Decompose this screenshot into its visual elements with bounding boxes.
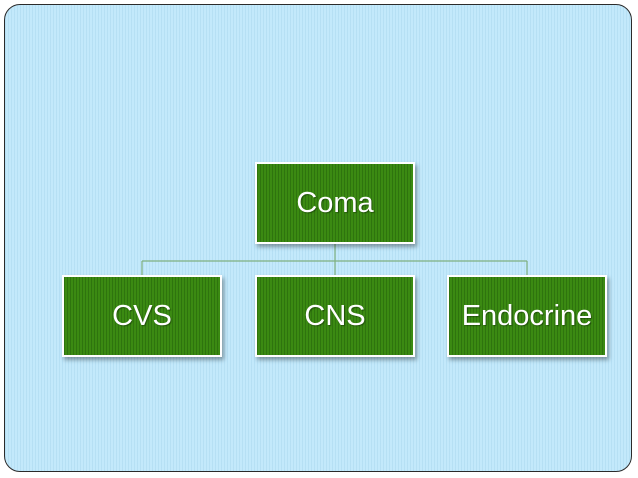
node-endocrine: Endocrine [447,275,607,357]
connector-lines [141,244,528,275]
node-cns-label: CNS [304,299,366,332]
node-cns: CNS [255,275,415,357]
node-cvs: CVS [62,275,222,357]
node-cvs-label: CVS [112,299,172,332]
node-coma-label: Coma [296,186,374,219]
node-coma: Coma [255,162,415,244]
node-endocrine-label: Endocrine [461,299,593,332]
slide-canvas: Coma CVS CNS Endocrine [4,4,632,472]
